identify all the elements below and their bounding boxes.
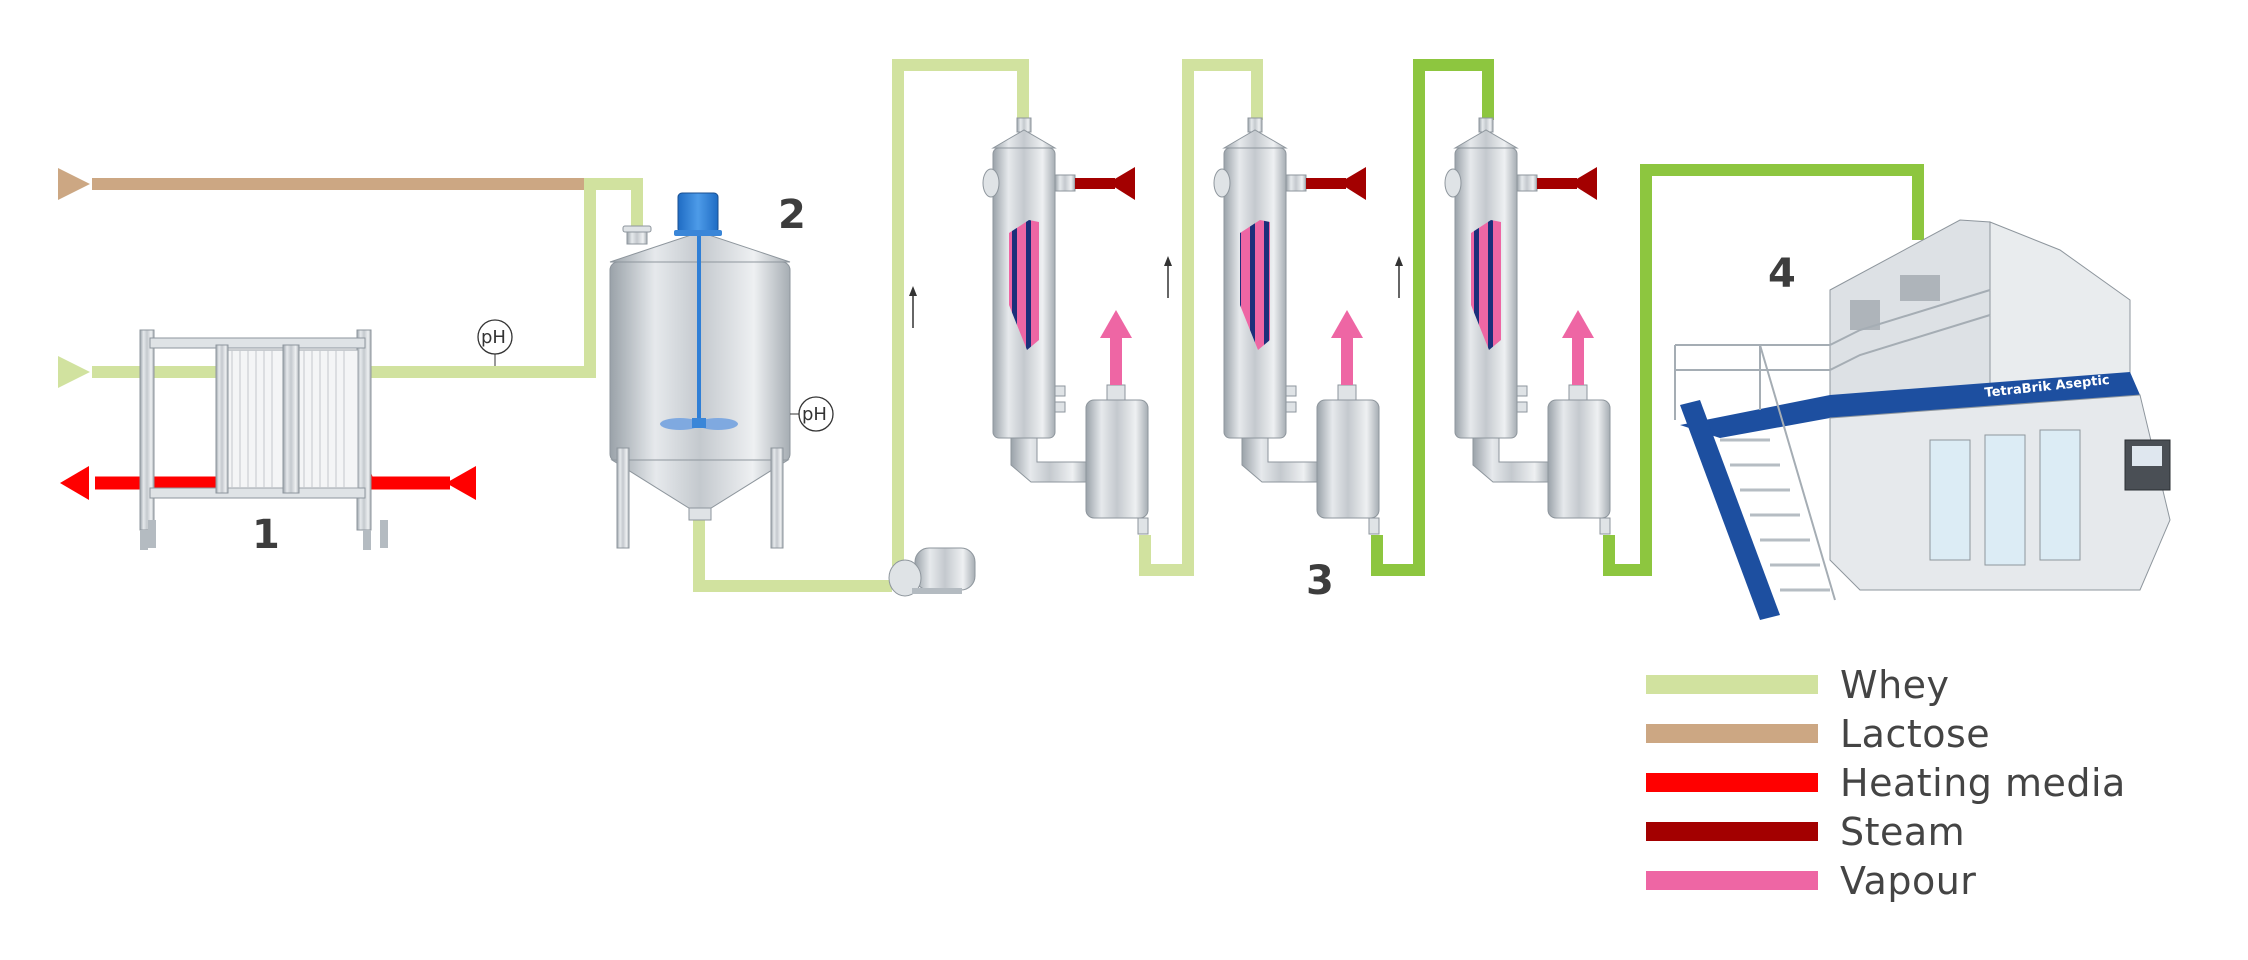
- evaporator-unit-3: [1444, 117, 1611, 535]
- legend-item-steam: Steam: [1646, 807, 2126, 856]
- separator-top-nozzle: [1337, 384, 1357, 401]
- step-label-4: 4: [1768, 251, 1796, 297]
- steam-nozzle: [1285, 174, 1307, 192]
- separator-top-nozzle: [1106, 384, 1126, 401]
- evaporators: [982, 117, 1611, 535]
- legend-swatch-lactose: [1646, 724, 1818, 743]
- separator-top-nozzle: [1568, 384, 1588, 401]
- steam-pipe: [1306, 178, 1346, 189]
- flow-arrow-2: [1164, 256, 1172, 298]
- evaporator-side-port: [982, 168, 1000, 198]
- evaporator-dome: [1453, 129, 1519, 149]
- legend-swatch-steam: [1646, 822, 1818, 841]
- pipes: [58, 59, 1924, 592]
- flow-arrow-3: [1395, 256, 1403, 298]
- evaporator-port: [1054, 385, 1066, 397]
- steam-nozzle: [1054, 174, 1076, 192]
- evaporator-side-port: [1444, 168, 1462, 198]
- ph-label-line: pH: [481, 327, 506, 348]
- evaporator-tubes-cutaway: [1471, 220, 1501, 350]
- steam-pipe: [1537, 178, 1577, 189]
- evaporator-dome: [991, 129, 1057, 149]
- evaporator-port: [1285, 385, 1297, 397]
- heating-inlet-arrow: [446, 466, 476, 500]
- evaporator-port: [1516, 385, 1528, 397]
- separator-outlet: [1368, 517, 1380, 535]
- concentrate-pipe-evap2-evap3: [1371, 59, 1494, 576]
- legend-label-heating-media: Heating media: [1840, 760, 2126, 805]
- steam-nozzle: [1516, 174, 1538, 192]
- legend-swatch-vapour: [1646, 871, 1818, 890]
- whey-pipe-evap1-evap2: [1139, 59, 1263, 576]
- evaporator-tubes-cutaway: [1009, 220, 1039, 350]
- step-label-2: 2: [778, 192, 806, 238]
- vapour-outlet-arrow: [1562, 310, 1594, 338]
- separator-vessel: [1085, 399, 1149, 519]
- ph-sensor-tank: pH: [790, 396, 834, 432]
- vapour-outlet-arrow: [1100, 310, 1132, 338]
- vapour-pipe: [1341, 337, 1353, 385]
- evaporator-elbow: [1241, 437, 1320, 483]
- legend: Whey Lactose Heating media Steam Vapour: [1646, 660, 2126, 905]
- evaporator-dome: [1222, 129, 1288, 149]
- whey-pipe-pump-evap1: [892, 59, 1029, 566]
- legend-item-heating-media: Heating media: [1646, 758, 2126, 807]
- packaging-machine: TetraBrik Aseptic: [1674, 219, 2171, 620]
- legend-label-vapour: Vapour: [1840, 858, 1977, 903]
- vapour-outlet-arrow: [1331, 310, 1363, 338]
- evaporator-tubes-cutaway: [1240, 220, 1270, 350]
- vapour-pipe: [1572, 337, 1584, 385]
- ph-sensor-line: pH: [477, 319, 513, 366]
- legend-swatch-heating-media: [1646, 773, 1818, 792]
- evaporator-elbow: [1472, 437, 1551, 483]
- evaporator-unit-2: [1213, 117, 1380, 535]
- flow-arrow-1: [909, 286, 917, 328]
- separator-outlet: [1599, 517, 1611, 535]
- legend-label-whey: Whey: [1840, 662, 1950, 707]
- agitator-tank: [609, 192, 791, 549]
- whey-pipe-tank-pump: [693, 520, 892, 592]
- legend-label-steam: Steam: [1840, 809, 1966, 854]
- evaporator-port: [1054, 401, 1066, 413]
- vapour-pipe: [1110, 337, 1122, 385]
- step-label-3: 3: [1306, 558, 1334, 604]
- legend-item-whey: Whey: [1646, 660, 2126, 709]
- steam-inlet-arrow: [1108, 167, 1135, 200]
- separator-vessel: [1547, 399, 1611, 519]
- evaporator-port: [1516, 401, 1528, 413]
- evaporator-port: [1285, 401, 1297, 413]
- steam-pipe: [1075, 178, 1115, 189]
- legend-item-lactose: Lactose: [1646, 709, 2126, 758]
- ph-label-tank: pH: [802, 404, 827, 425]
- evaporator-side-port: [1213, 168, 1231, 198]
- lactose-inlet-arrow: [58, 168, 90, 200]
- agitator-motor-icon: [677, 192, 719, 234]
- evaporator-unit-1: [982, 117, 1149, 535]
- separator-outlet: [1137, 517, 1149, 535]
- legend-label-lactose: Lactose: [1840, 711, 1991, 756]
- concentrate-pipe-evap3-machine: [1603, 164, 1924, 576]
- steam-inlet-arrow: [1339, 167, 1366, 200]
- evaporator-elbow: [1010, 437, 1089, 483]
- step-label-1: 1: [252, 512, 280, 558]
- heating-outlet-arrow: [60, 466, 89, 500]
- legend-item-vapour: Vapour: [1646, 856, 2126, 905]
- whey-inlet-arrow: [58, 356, 90, 388]
- pump: [888, 547, 976, 597]
- steam-inlet-arrow: [1570, 167, 1597, 200]
- plate-heat-exchanger: [139, 329, 388, 550]
- legend-swatch-whey: [1646, 675, 1818, 694]
- lactose-pipe: [92, 178, 592, 190]
- separator-vessel: [1316, 399, 1380, 519]
